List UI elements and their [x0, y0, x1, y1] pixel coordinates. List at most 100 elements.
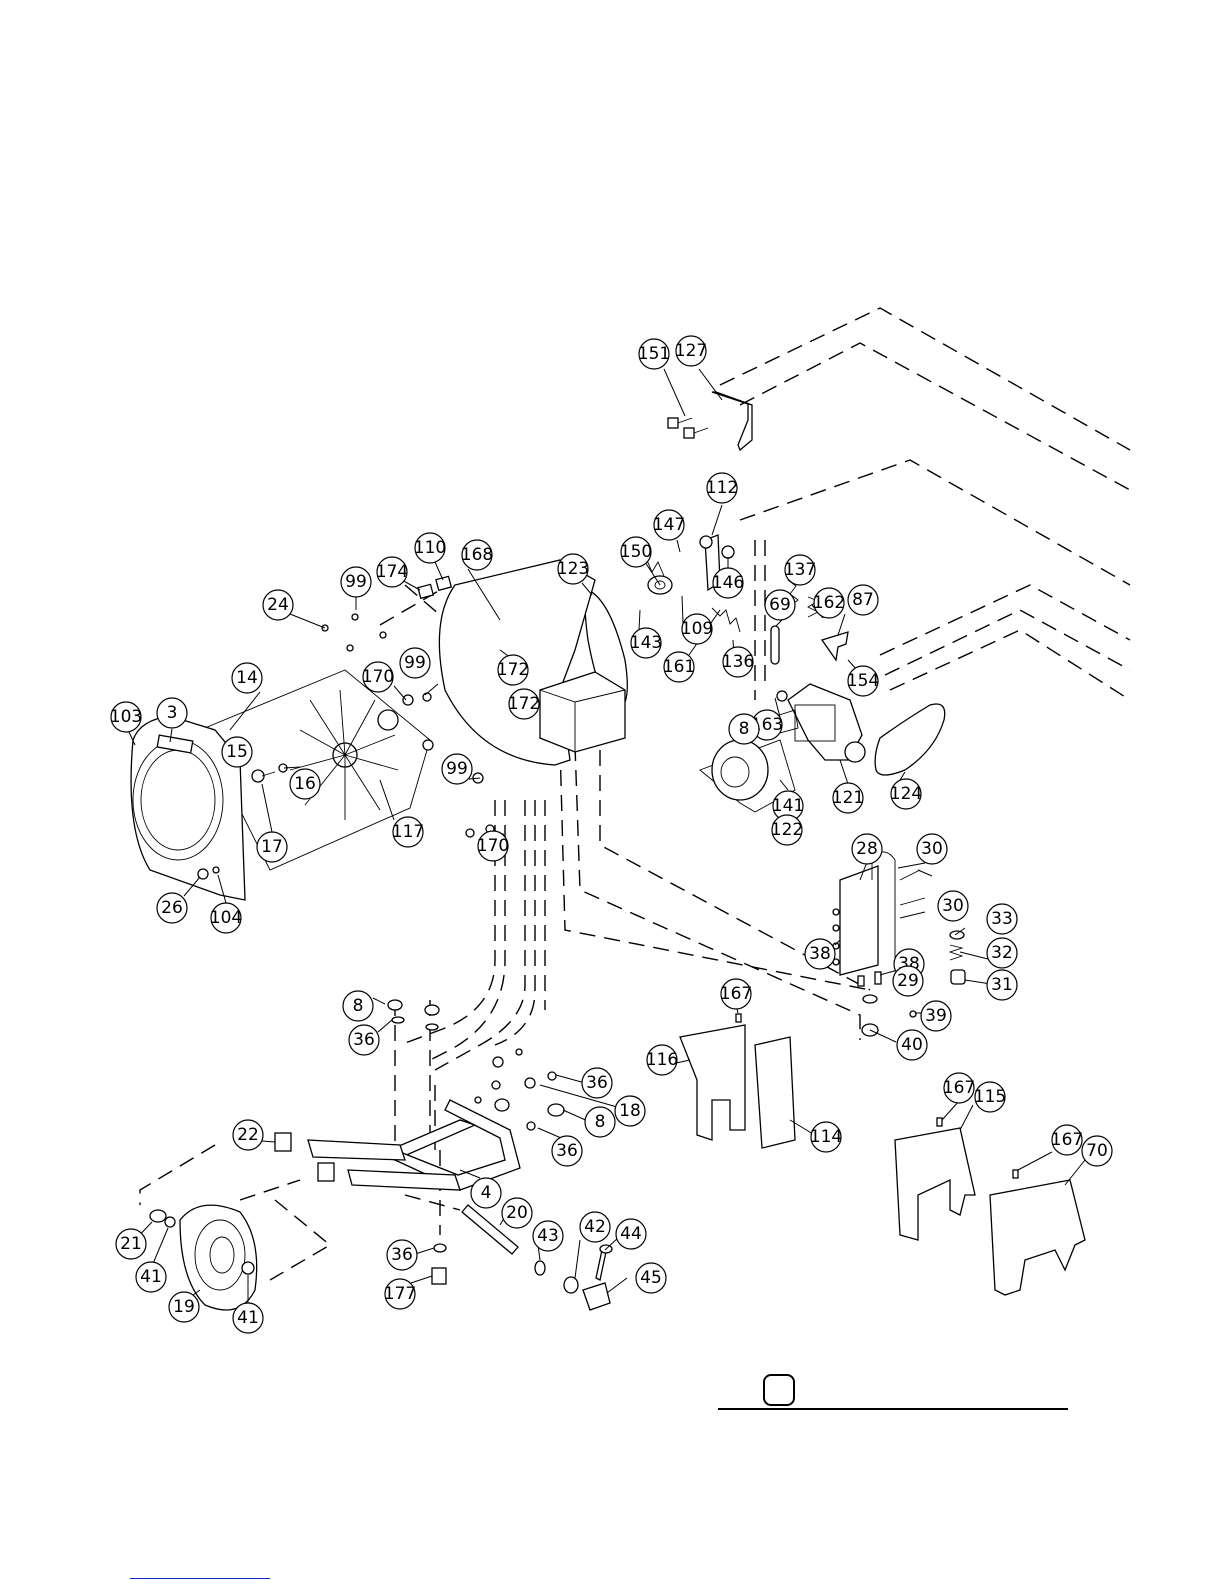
callout-8: 123	[557, 554, 589, 584]
svg-text:121: 121	[832, 788, 864, 808]
svg-text:70: 70	[1086, 1141, 1108, 1161]
svg-text:19: 19	[173, 1297, 195, 1317]
callout-70: 21	[116, 1229, 146, 1259]
title-box	[764, 1375, 794, 1405]
svg-text:17: 17	[261, 837, 283, 857]
svg-text:117: 117	[392, 822, 424, 842]
callout-21: 154	[847, 666, 879, 696]
svg-text:15: 15	[226, 742, 248, 762]
svg-text:168: 168	[461, 545, 493, 565]
svg-text:174: 174	[376, 562, 408, 582]
callout-30: 3	[157, 698, 187, 728]
callout-75: 43	[533, 1221, 563, 1251]
svg-text:24: 24	[267, 595, 289, 615]
callout-60: 8	[585, 1107, 615, 1137]
callout-13: 24	[263, 590, 293, 620]
callout-76: 42	[580, 1212, 610, 1242]
svg-text:32: 32	[991, 943, 1013, 963]
callout-48: 38	[805, 939, 835, 969]
callout-15: 162	[813, 588, 845, 618]
svg-text:29: 29	[897, 971, 919, 991]
roller-45	[583, 1283, 610, 1310]
callout-61: 36	[552, 1136, 582, 1166]
callout-17: 143	[630, 628, 662, 658]
belt-124	[875, 704, 945, 775]
svg-text:38: 38	[809, 944, 831, 964]
callout-72: 19	[169, 1292, 199, 1322]
callout-7: 137	[784, 555, 816, 585]
callout-51: 31	[987, 970, 1017, 1000]
svg-text:127: 127	[675, 341, 707, 361]
callout-16: 87	[848, 585, 878, 615]
svg-text:167: 167	[720, 984, 752, 1004]
callout-37: 121	[832, 783, 864, 813]
svg-text:42: 42	[584, 1217, 606, 1237]
fan-blades-117	[290, 690, 398, 820]
svg-text:4: 4	[481, 1183, 492, 1203]
callout-77: 44	[616, 1219, 646, 1249]
bolts-151	[668, 418, 708, 438]
callout-5: 150	[620, 537, 652, 567]
callout-10: 168	[461, 540, 493, 570]
callout-9: 110	[414, 533, 446, 563]
spring-136	[712, 608, 740, 632]
svg-text:36: 36	[391, 1245, 413, 1265]
washer-43	[535, 1261, 545, 1275]
svg-text:99: 99	[345, 572, 367, 592]
ring-33	[950, 931, 964, 939]
callout-78: 45	[636, 1263, 666, 1293]
svg-text:8: 8	[595, 1112, 606, 1132]
svg-text:30: 30	[921, 839, 943, 859]
callout-6: 146	[712, 568, 744, 598]
footer-link-underline[interactable]	[130, 1578, 270, 1579]
svg-text:18: 18	[619, 1101, 641, 1121]
callout-73: 41	[233, 1303, 263, 1333]
callout-2: 127	[675, 336, 707, 366]
callout-59: 18	[615, 1096, 645, 1126]
svg-text:116: 116	[646, 1050, 678, 1070]
callout-65: 167	[1051, 1125, 1083, 1155]
tab-174	[418, 584, 433, 598]
svg-text:28: 28	[856, 839, 878, 859]
svg-text:14: 14	[236, 668, 258, 688]
callout-74: 36	[387, 1240, 417, 1270]
svg-text:172: 172	[508, 694, 540, 714]
callout-54: 8	[343, 991, 373, 1021]
callout-25: 172	[497, 655, 529, 685]
shield-114	[755, 1037, 795, 1148]
svg-text:26: 26	[161, 898, 183, 918]
svg-text:69: 69	[769, 595, 791, 615]
washer-29	[863, 995, 877, 1003]
callout-35: 99	[442, 754, 472, 784]
svg-text:151: 151	[638, 344, 670, 364]
svg-text:137: 137	[784, 560, 816, 580]
svg-text:109: 109	[681, 619, 713, 639]
svg-text:124: 124	[890, 784, 922, 804]
svg-text:177: 177	[384, 1284, 416, 1304]
svg-text:44: 44	[620, 1224, 642, 1244]
callout-79: 177	[384, 1279, 416, 1309]
callout-45: 30	[938, 891, 968, 921]
svg-text:154: 154	[847, 671, 879, 691]
svg-text:167: 167	[943, 1078, 975, 1098]
bracket-127	[712, 392, 752, 450]
bracket-22a	[275, 1133, 291, 1151]
hardware-group-8-36-18	[388, 1000, 564, 1130]
tab-110	[436, 576, 451, 590]
callout-68: 4	[471, 1178, 501, 1208]
callout-36: 170	[477, 831, 509, 861]
bracket-22b	[318, 1163, 334, 1181]
svg-text:114: 114	[810, 1127, 842, 1147]
callout-20: 136	[722, 647, 754, 677]
svg-text:43: 43	[537, 1226, 559, 1246]
svg-text:110: 110	[414, 538, 446, 558]
wheel-141	[712, 740, 768, 800]
callout-12: 99	[341, 567, 371, 597]
svg-text:99: 99	[404, 653, 426, 673]
callout-33: 117	[392, 817, 424, 847]
svg-text:170: 170	[362, 667, 394, 687]
callout-18: 109	[681, 614, 713, 644]
callout-50: 29	[893, 966, 923, 996]
svg-text:122: 122	[771, 820, 803, 840]
svg-text:20: 20	[506, 1203, 528, 1223]
